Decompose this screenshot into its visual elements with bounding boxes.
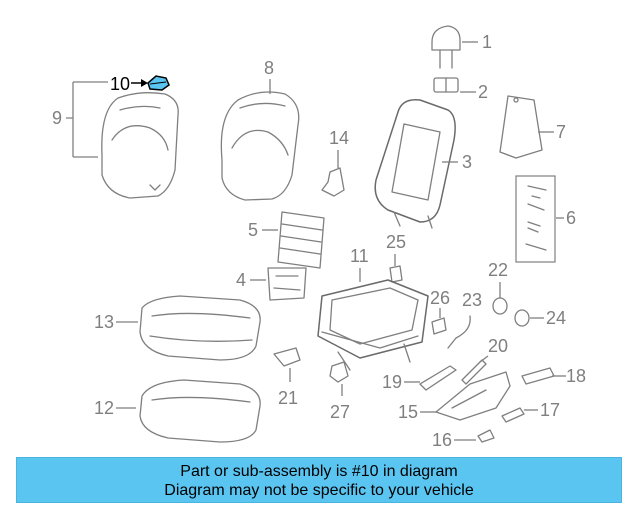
part-18-trim	[521, 367, 555, 385]
svg-text:5: 5	[248, 220, 258, 240]
callout-26: 26	[430, 288, 450, 318]
part-16-cap	[477, 429, 495, 443]
caption-line-1: Part or sub-assembly is #10 in diagram	[180, 463, 458, 480]
svg-text:25: 25	[386, 232, 406, 252]
callout-6: 6	[556, 208, 576, 228]
svg-text:9: 9	[52, 108, 62, 128]
svg-text:7: 7	[556, 122, 566, 142]
part-7-back-panel	[499, 95, 543, 159]
callout-11: 11	[350, 246, 369, 282]
svg-text:20: 20	[488, 336, 508, 356]
callout-8: 8	[264, 58, 274, 94]
callout-25: 25	[386, 232, 406, 266]
part-22-knob	[492, 297, 508, 315]
svg-text:4: 4	[236, 270, 246, 290]
svg-text:22: 22	[488, 260, 508, 280]
part-5-lumbar-support	[277, 211, 325, 269]
part-26-clip	[431, 317, 447, 335]
callout-12: 12	[94, 398, 136, 418]
svg-text:1: 1	[482, 32, 492, 52]
callout-7: 7	[538, 122, 566, 142]
svg-text:14: 14	[329, 128, 349, 148]
callout-13: 13	[94, 312, 138, 332]
callout-5: 5	[248, 220, 278, 240]
svg-text:12: 12	[94, 398, 114, 418]
part-23-cable	[447, 315, 471, 349]
svg-text:13: 13	[94, 312, 114, 332]
part-25-clip	[389, 265, 403, 283]
part-6-clip-set	[515, 175, 556, 263]
callout-21: 21	[278, 368, 298, 408]
part-9-seatback-cover	[101, 92, 179, 199]
svg-text:15: 15	[398, 402, 418, 422]
callout-27: 27	[330, 384, 350, 422]
svg-text:11: 11	[350, 246, 369, 266]
callout-16: 16	[432, 430, 476, 450]
svg-text:3: 3	[462, 152, 472, 172]
part-17-cover	[501, 407, 525, 423]
part-27-bracket	[329, 361, 349, 383]
callout-17: 17	[524, 400, 560, 420]
svg-text:21: 21	[278, 388, 298, 408]
svg-text:8: 8	[264, 58, 274, 78]
callout-14: 14	[329, 128, 349, 168]
callout-24: 24	[530, 308, 566, 328]
svg-text:23: 23	[462, 290, 482, 310]
part-14-bracket	[321, 167, 345, 197]
part-8-seatback	[220, 91, 300, 201]
svg-text:26: 26	[430, 288, 450, 308]
part-1-headrest	[431, 25, 461, 69]
svg-text:16: 16	[432, 430, 452, 450]
svg-text:18: 18	[566, 366, 586, 386]
callout-1: 1	[462, 32, 492, 52]
part-12-cushion-pad	[139, 379, 261, 443]
part-2-headrest-guide	[433, 77, 459, 93]
part-3-seatback-frame	[374, 99, 456, 229]
callout-3: 3	[442, 152, 472, 172]
part-24-knob	[514, 309, 530, 327]
caption-banner: Part or sub-assembly is #10 in diagram D…	[16, 457, 622, 503]
callout-2: 2	[460, 82, 488, 102]
svg-text:2: 2	[478, 82, 488, 102]
svg-text:24: 24	[546, 308, 566, 328]
callout-19: 19	[382, 372, 420, 392]
callout-4: 4	[236, 270, 266, 290]
part-19-rail	[419, 365, 457, 391]
svg-text:10: 10	[110, 74, 130, 94]
callout-18: 18	[552, 366, 586, 386]
callout-15: 15	[398, 402, 436, 422]
callout-23: 23	[462, 290, 482, 310]
part-21-cover	[273, 347, 301, 367]
svg-text:27: 27	[330, 402, 350, 422]
svg-text:6: 6	[566, 208, 576, 228]
part-11-seat-frame	[317, 279, 429, 371]
svg-text:19: 19	[382, 372, 402, 392]
part-15-side-shield	[435, 371, 511, 421]
seat-parts-diagram: 10 9 8 1 2	[52, 25, 586, 450]
svg-text:17: 17	[540, 400, 560, 420]
part-4-lumbar-bracket	[267, 267, 307, 301]
part-13-seat-cushion	[139, 295, 261, 361]
callout-20: 20	[479, 336, 508, 363]
part-20-lever	[461, 359, 487, 385]
callout-10: 10	[110, 74, 148, 94]
callout-22: 22	[488, 260, 508, 298]
callout-9: 9	[52, 81, 108, 158]
caption-line-2: Diagram may not be specific to your vehi…	[164, 482, 474, 499]
